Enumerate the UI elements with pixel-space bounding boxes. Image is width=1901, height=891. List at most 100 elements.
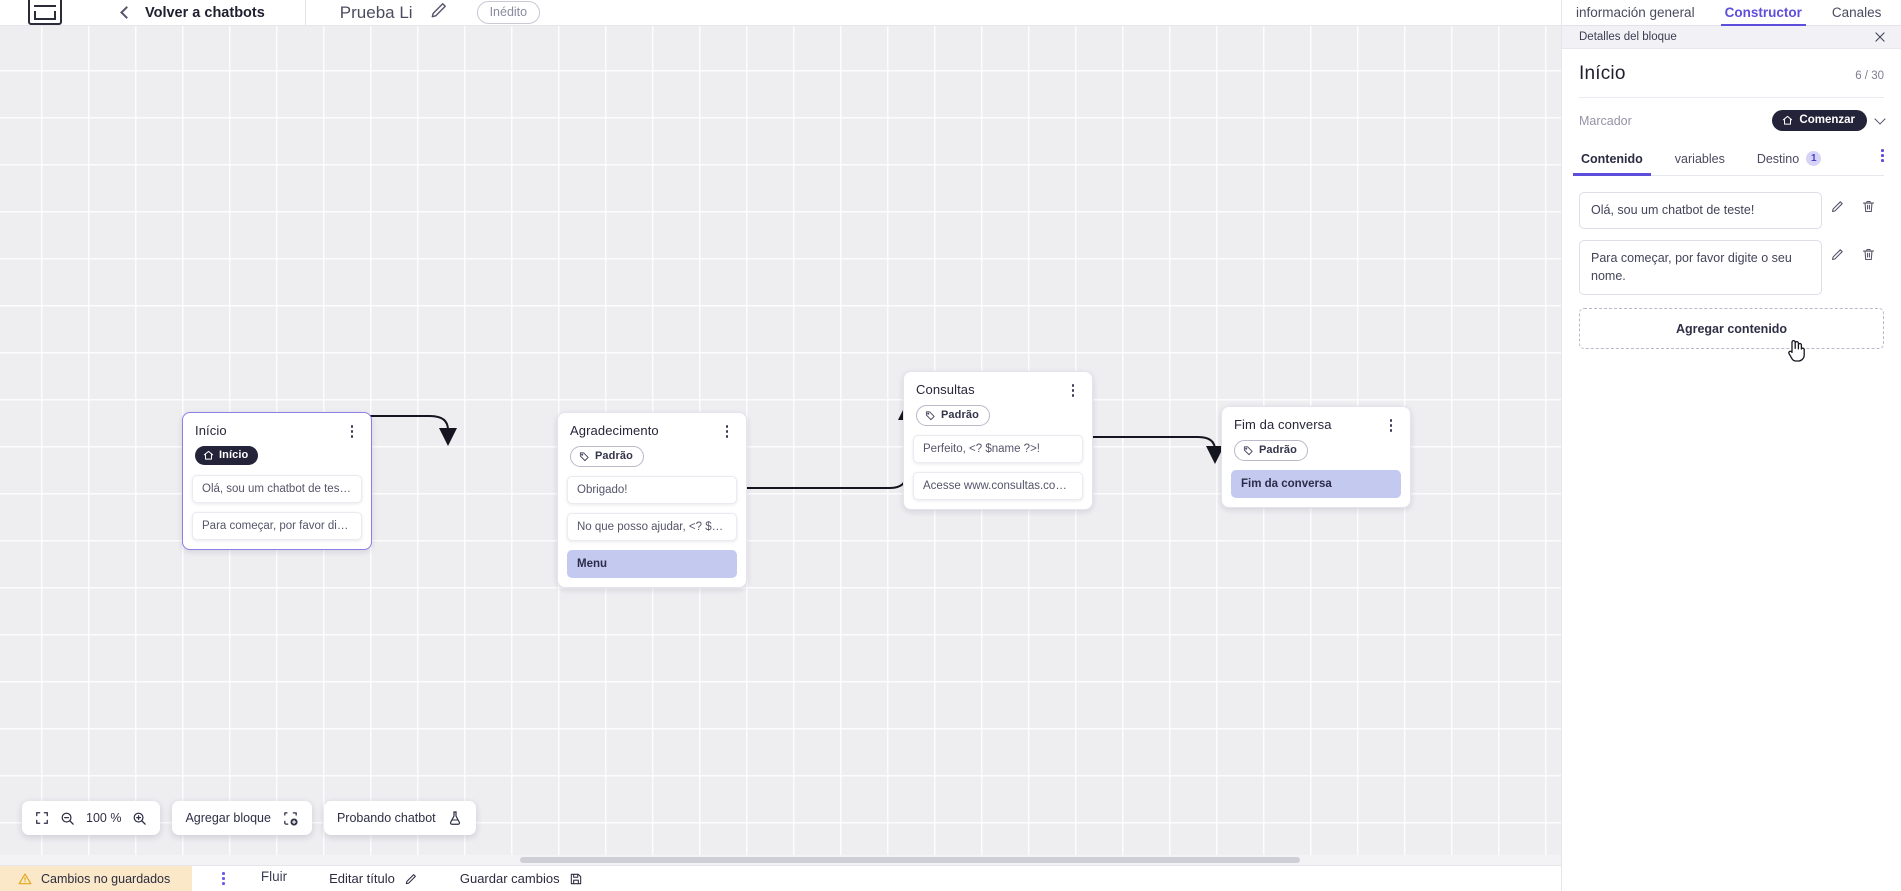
add-block-label: Agregar bloque — [185, 811, 271, 825]
close-icon[interactable] — [1873, 30, 1887, 44]
flow-node-fim-da-conversa[interactable]: Fim da conversa Padrão Fim da conversa — [1221, 406, 1411, 508]
node-tag-badge: Início — [195, 446, 259, 465]
tag-icon — [1243, 445, 1253, 455]
content-text[interactable]: Para começar, por favor digite o seu nom… — [1579, 240, 1822, 296]
node-header: Fim da conversa — [1222, 417, 1410, 432]
brand-logo-icon[interactable] — [28, 0, 62, 25]
marker-label: Marcador — [1579, 113, 1632, 128]
tab-variables[interactable]: variables — [1673, 145, 1727, 175]
node-message[interactable]: Perfeito, <? $name ?>! — [913, 435, 1083, 463]
node-message[interactable]: Olá, sou um chatbot de teste! — [192, 474, 362, 503]
right-panel: información general Constructor Canales … — [1561, 0, 1901, 891]
block-details-title: Detalles del bloque — [1579, 31, 1677, 43]
tab-contenido-label: Contenido — [1581, 151, 1643, 166]
bot-title: Prueba Li — [339, 2, 413, 22]
node-title: Agradecimento — [570, 423, 659, 438]
add-block-button[interactable]: Agregar bloque — [172, 801, 312, 835]
fit-screen-icon[interactable] — [35, 811, 49, 825]
node-kebab-menu-icon[interactable] — [1384, 417, 1398, 432]
home-icon — [203, 450, 214, 460]
save-disk-icon — [570, 873, 581, 884]
edge-inicio-agradecimento — [308, 415, 457, 446]
node-header: Consultas — [904, 382, 1092, 397]
tab-canales[interactable]: Canales — [1831, 5, 1882, 20]
node-title: Início — [195, 423, 227, 438]
top-bar: Volver a chatbots Prueba Li Inédito — [0, 0, 1561, 26]
node-message[interactable]: Obrigado! — [567, 476, 737, 504]
edit-title-label: Editar título — [329, 871, 395, 886]
add-block-icon — [282, 810, 299, 827]
panel-top-tabs: información general Constructor Canales — [1562, 0, 1901, 26]
tab-destino[interactable]: Destino 1 — [1755, 144, 1823, 175]
node-kebab-menu-icon[interactable] — [345, 423, 359, 438]
tab-constructor[interactable]: Constructor — [1720, 5, 1807, 26]
panel-section-tabs: Contenido variables Destino 1 — [1573, 142, 1884, 176]
edit-content-icon[interactable] — [1822, 192, 1853, 214]
node-tag-label: Padrão — [595, 450, 633, 462]
marker-value-pill[interactable]: Comenzar — [1772, 110, 1867, 131]
toolbar-divider — [304, 0, 306, 25]
content-item: Para começar, por favor digite o seu nom… — [1579, 240, 1884, 296]
node-title: Fim da conversa — [1234, 417, 1332, 432]
chevron-left-icon[interactable] — [120, 6, 133, 19]
mouse-cursor-pointer — [1788, 340, 1805, 362]
node-tag-label: Início — [219, 449, 249, 461]
node-message[interactable]: Acesse www.consultas.com par... — [913, 472, 1083, 500]
flask-icon — [447, 810, 463, 826]
pencil-icon[interactable] — [429, 0, 449, 25]
content-list: Olá, sou um chatbot de teste! Para começ… — [1579, 176, 1884, 296]
flow-canvas[interactable]: Início Início Olá, sou um chatbot de tes… — [0, 26, 1561, 865]
flow-node-consultas[interactable]: Consultas Padrão Perfeito, <? $name ?>! … — [903, 371, 1093, 510]
test-chatbot-label: Probando chatbot — [336, 811, 436, 825]
marker-row: Marcador Comenzar — [1579, 98, 1886, 142]
node-message[interactable]: No que posso ajudar, <? $name ... — [567, 513, 737, 541]
node-tag-label: Padrão — [941, 409, 979, 421]
marker-value-group: Comenzar — [1772, 110, 1886, 131]
back-to-chatbots-link[interactable]: Volver a chatbots — [145, 4, 265, 21]
tab-contenido[interactable]: Contenido — [1573, 145, 1651, 176]
save-changes-button[interactable]: Guardar cambios — [460, 871, 583, 886]
tab-destino-badge: 1 — [1806, 151, 1822, 166]
node-header: Início — [183, 423, 371, 438]
warning-triangle-icon — [18, 872, 32, 884]
add-content-button[interactable]: Agregar contenido — [1579, 308, 1884, 350]
flow-node-inicio[interactable]: Início Início Olá, sou um chatbot de tes… — [182, 412, 372, 550]
canvas-toolbar: 100 % Agregar bloque Probando chatbot — [22, 801, 476, 835]
node-tag-badge: Padrão — [570, 446, 644, 467]
delete-content-icon[interactable] — [1853, 192, 1884, 214]
node-kebab-menu-icon[interactable] — [720, 423, 734, 438]
tab-variables-label: variables — [1674, 151, 1725, 166]
block-count: 6 / 30 — [1855, 70, 1884, 82]
node-message-accent[interactable]: Fim da conversa — [1231, 470, 1401, 498]
edit-title-button[interactable]: Editar título — [329, 871, 418, 886]
unsaved-changes-badge: Cambios no guardados — [0, 866, 193, 891]
status-badge: Inédito — [476, 1, 541, 24]
chevron-down-icon[interactable] — [1874, 113, 1886, 125]
node-title: Consultas — [916, 382, 975, 397]
delete-content-icon[interactable] — [1853, 240, 1884, 262]
content-item: Olá, sou um chatbot de teste! — [1579, 192, 1884, 230]
node-message-accent[interactable]: Menu — [567, 550, 737, 578]
edit-content-icon[interactable] — [1822, 240, 1853, 262]
node-message[interactable]: Para começar, por favor digite o ... — [192, 511, 362, 540]
home-icon — [1783, 115, 1793, 125]
block-details-header: Detalles del bloque — [1562, 26, 1901, 49]
zoom-controls: 100 % — [22, 801, 161, 835]
tab-fluir[interactable]: Fluir — [246, 869, 302, 891]
marker-value-label: Comenzar — [1799, 114, 1855, 126]
zoom-out-icon[interactable] — [60, 811, 75, 826]
panel-tabs-kebab-menu-icon[interactable] — [1881, 149, 1884, 170]
node-header: Agradecimento — [558, 423, 746, 438]
tab-informacion-general[interactable]: información general — [1576, 5, 1695, 20]
flow-node-agradecimento[interactable]: Agradecimento Padrão Obrigado! No que po… — [557, 412, 747, 588]
block-title: Início — [1579, 63, 1626, 84]
node-kebab-menu-icon[interactable] — [1066, 382, 1080, 397]
canvas-horizontal-scrollbar[interactable] — [0, 855, 1561, 865]
scrollbar-thumb[interactable] — [520, 857, 1300, 863]
tag-icon — [925, 410, 935, 420]
status-kebab-menu-icon[interactable] — [222, 872, 225, 885]
content-text[interactable]: Olá, sou um chatbot de teste! — [1579, 192, 1822, 230]
test-chatbot-button[interactable]: Probando chatbot — [323, 801, 476, 835]
zoom-in-icon[interactable] — [132, 811, 147, 826]
